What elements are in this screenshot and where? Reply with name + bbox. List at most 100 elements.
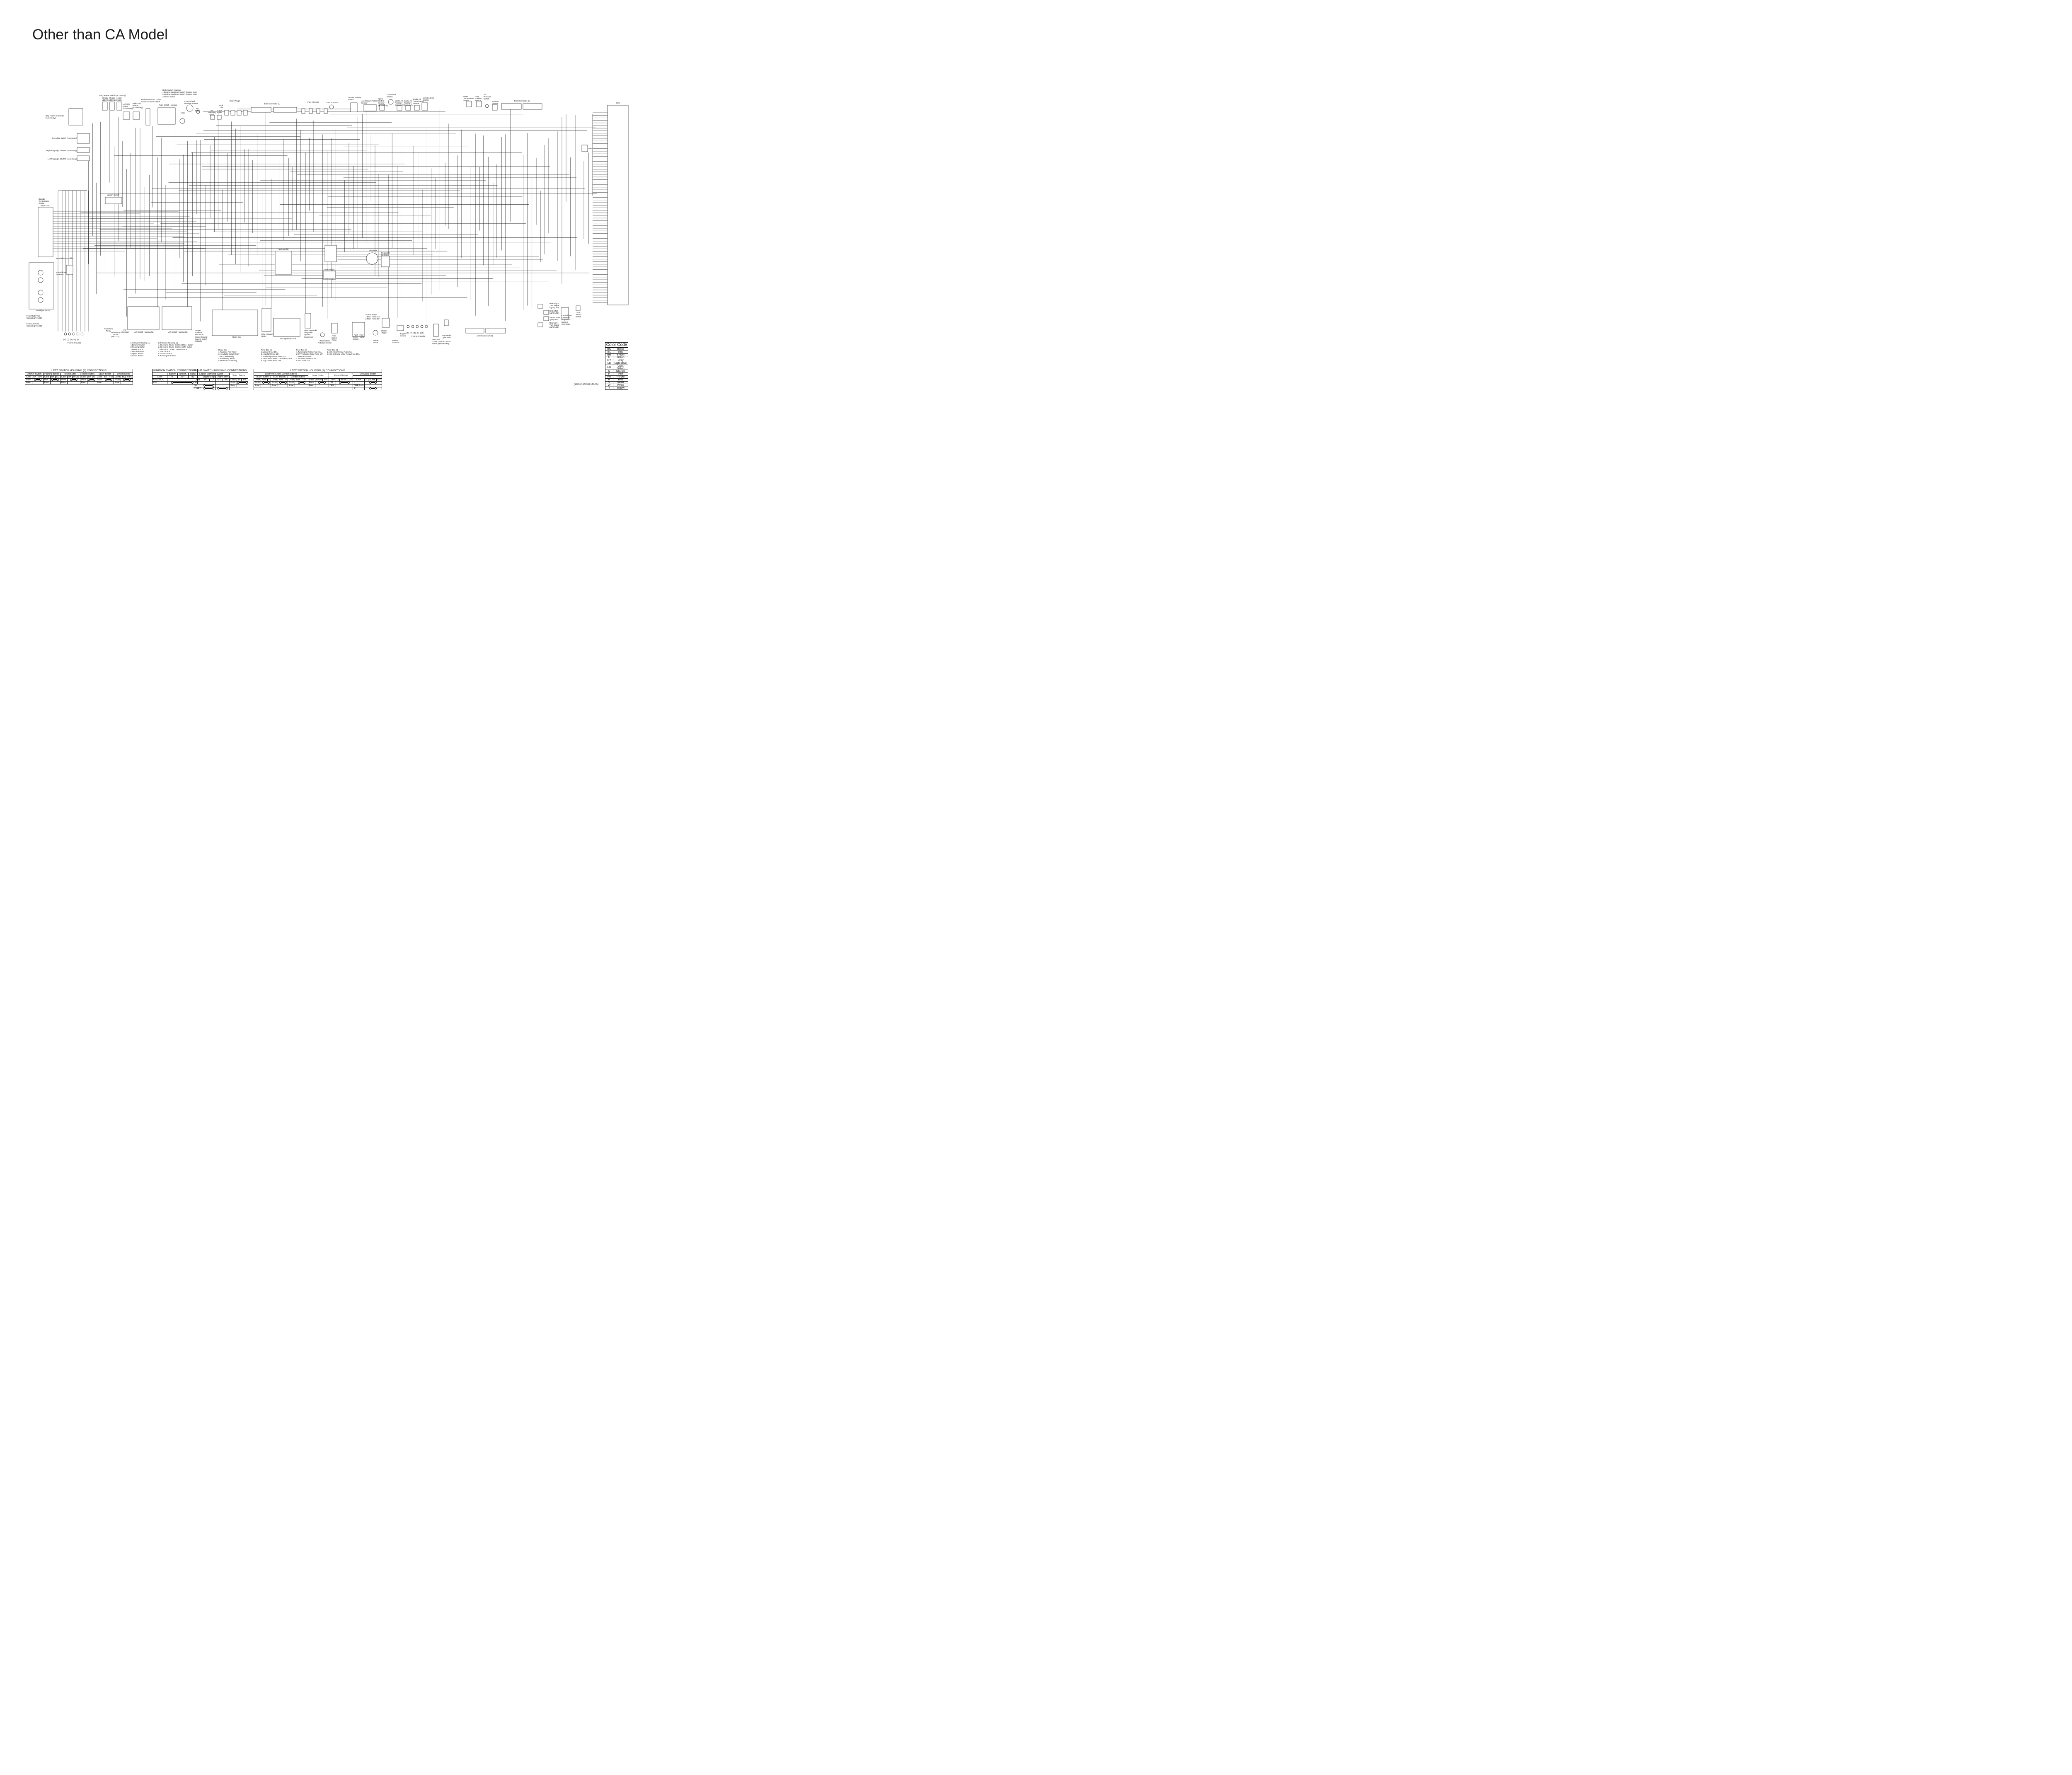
left-grip-heater-label: Left Grip Heater (Accessory) <box>123 103 133 110</box>
rsh-group1: Engine Start/Stop Switch <box>192 372 230 376</box>
lsh1-group-2-row-1: Free <box>60 381 68 385</box>
rsh-color: Color <box>193 378 202 382</box>
lsh2-res-free: Free <box>253 384 261 387</box>
for-accessory-label: For Accessory <box>121 329 130 334</box>
lsh1-group-1-row-1-conn <box>50 381 61 385</box>
outside-temp-label: Outside Temperature Sensor <box>39 198 49 205</box>
lsh1-group-0-row-1-conn <box>32 381 44 385</box>
fuse-box-1-list: Fuse Box (1) 1.Ignition Fuse 15A 2.Headl… <box>261 349 293 362</box>
rear-brake-switch-label: Rear Brake Light Switch <box>442 334 452 339</box>
frame-ground-right-1 <box>411 325 414 328</box>
lsh1-group-5-row-0: Push <box>114 378 121 382</box>
lsh1-group-5-col-2: Y/BK <box>126 375 133 379</box>
joint-connector-3b <box>485 328 506 334</box>
starter-lockout-label: Starter Lockout/ Electronic Cruise Contr… <box>195 329 208 343</box>
etv-actuator-label: ETV Actuator <box>327 102 338 104</box>
fan-motor-label: Fan Motor <box>195 108 200 112</box>
abs-diagnosis-box <box>305 313 311 329</box>
rsh-color-gy: GY <box>215 378 223 382</box>
wiring-schematic <box>29 99 629 337</box>
etv-actuator-relay-label: ETV Actuator Relay <box>261 333 273 338</box>
lsh1-group-1-col-0: Color <box>43 375 51 379</box>
battery-label: Battery 12V8Ah <box>392 339 399 344</box>
lsh1-group-0-col-2: O/R <box>37 375 44 379</box>
grip-heater-switch-label: Grip Heater Switch (Accessory) <box>99 94 126 97</box>
frame-ground-numbers-right: (6) (7) (8) (9) (10) <box>407 332 424 334</box>
joint-connector-2b <box>523 103 542 110</box>
joint-connector-3a <box>465 328 484 334</box>
left-fog-box <box>77 155 90 161</box>
crankshaft-sensor-symbol <box>388 99 394 105</box>
lsh1-group-4-row-1-conn <box>103 381 114 385</box>
color-abbrev: LB <box>605 361 613 365</box>
regulator-box <box>381 256 390 267</box>
lsh2-ecc-group: Electronic Cruise Control Buttons <box>254 372 308 376</box>
abs-hydraulic-box <box>273 318 300 337</box>
spark-plug-2 <box>237 110 242 116</box>
starter-relay-list: Starter Relay 1.ECU Fuse 15A 2.Main Fuse… <box>366 314 380 320</box>
abs-hydraulic-unit-label: ABS Hydraulic Unit <box>280 338 296 340</box>
rsh-sub-start: Engine Start <box>215 375 230 379</box>
spark-plugs-label: Spark Plugs <box>230 100 240 102</box>
lsh2-res-push: Push <box>253 381 261 385</box>
color-name: Yellow <box>613 387 628 390</box>
ignition-switch-box <box>105 197 122 204</box>
lsh2-set-col-1: R/W <box>278 378 285 382</box>
frame-ground-left-4 <box>80 332 84 336</box>
rsh-table-title: RIGHT SWITCH HOUSING CONNECTIONS <box>193 369 248 373</box>
lsh1-group-1: Passing Button <box>43 372 61 376</box>
rsh-row-on-start <box>215 384 230 387</box>
front-wheel-rotation-label: Front Wheel Rotation Sensor <box>184 100 198 105</box>
meter-unit-box <box>38 207 53 257</box>
lsh2-hazard-off-cells <box>335 384 353 387</box>
left-switch-housing-2-connections-table: LEFT SWITCH HOUSING (2) CONNECTIONS Elec… <box>253 369 382 390</box>
spark-plug-1 <box>230 110 235 116</box>
immobilizer-amplifier-label: Immobilizer Amplifier <box>56 257 74 259</box>
iat-sensor-box <box>414 105 420 111</box>
lsh2-turn-l: L <box>353 381 365 385</box>
spark-plug-3 <box>243 110 248 116</box>
joint-connector-1b <box>273 107 297 113</box>
lsh1-group-2-col-0: Color <box>60 375 68 379</box>
lsh1-group-0-col-0: Color <box>24 375 33 379</box>
lsh1-group-4: Upper Button <box>96 372 114 376</box>
lsh2-res-push-conn <box>261 381 271 385</box>
fuel-pump-label: Fuel Pump <box>359 334 364 339</box>
abs-diagnosis-label: ABS Kawasaki Diagnosis System Connector <box>304 329 317 338</box>
grip-heater-controller-box <box>68 108 83 126</box>
joint-connector-1-label: Joint Connector (1) <box>264 103 281 105</box>
ecu-box <box>607 105 629 305</box>
lsh1-group-3-col-2: O <box>92 375 97 379</box>
crankshaft-sensor-label: Crankshaft Sensor <box>387 94 396 98</box>
fuel-level-pump-box <box>352 322 365 337</box>
fuse-box-3-label: Fuse Box (3) <box>324 278 335 280</box>
lsh1-group-5-col-1: BK <box>121 375 126 379</box>
frame-ground-right-3 <box>420 325 424 328</box>
lsh2-hazard-col-3: GY <box>347 378 353 382</box>
headlight-lamp-3 <box>38 290 44 295</box>
alternator-symbol <box>366 252 378 265</box>
rsh-color2-bk: BK <box>241 378 248 382</box>
left-fog-light-label: Left Fog Light 12V6W (Accessory) <box>48 158 77 160</box>
lsh1-group-1-row-0: Pull <box>43 378 51 382</box>
lsh2-res: RES/+ Button <box>254 375 271 379</box>
rsh-color-br: BR <box>222 378 230 382</box>
lsh2-horn-push: Push <box>307 381 316 385</box>
accelerator-position-box <box>363 104 377 111</box>
engine-ground-label: Engine Ground <box>400 333 407 337</box>
fog-light-switch-label: Fog Light Switch (Accessory) <box>52 137 77 139</box>
lsh2-turn: Turn Signal Switch <box>353 372 382 376</box>
lsh1-list: Left Switch Housing (1) 1.Dimmer Switch … <box>131 342 150 357</box>
lsh2-list: Left Switch Housing (2) 1.Electronic Cru… <box>158 342 193 357</box>
right-switch-housing-label: Right Switch Housing <box>159 104 177 106</box>
lsh2-res-free-cells <box>261 384 271 387</box>
lsh1-table-title: LEFT SWITCH HOUSING (1) CONNECTIONS <box>24 369 133 373</box>
gear-position-box <box>476 101 482 107</box>
lsh1-group-4-col-2: Y/R <box>108 375 114 379</box>
left-switch-housing-2-label: Left Switch Housing (2) <box>168 331 188 333</box>
fuel-injector-0 <box>301 108 305 114</box>
rear-light-0 <box>537 304 543 309</box>
heater-switch-box <box>116 102 122 111</box>
quick-shifter-label: Quick Shifter Sensor (Accessory) <box>378 98 389 106</box>
lsh2-turn-col-3: GY <box>376 378 382 382</box>
